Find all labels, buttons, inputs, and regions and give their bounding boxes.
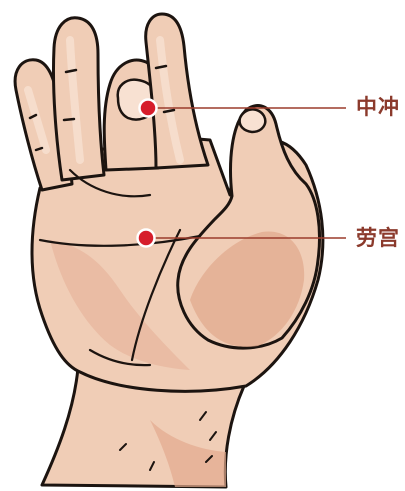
point-zhongchong [140,100,157,117]
point-label-laogong: 劳宫 [356,227,400,248]
point-label-zhongchong: 中冲 [356,96,400,117]
point-laogong [138,230,155,247]
thumb-nail [240,109,266,132]
